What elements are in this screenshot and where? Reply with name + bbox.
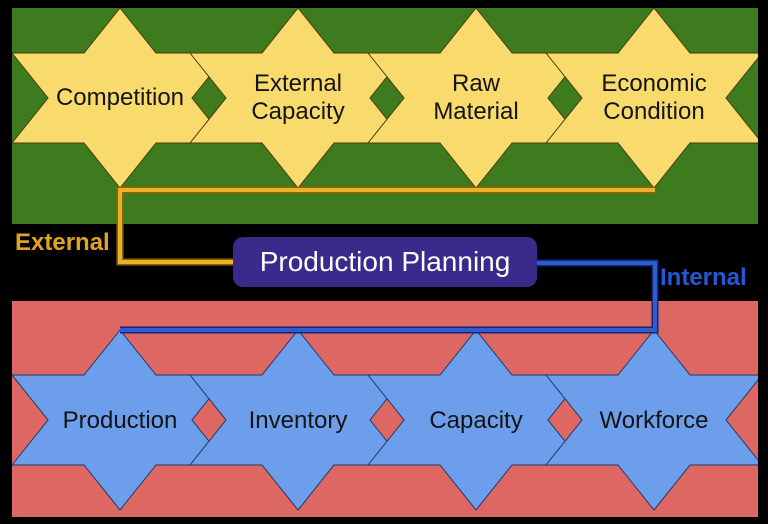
internal-group-label: Internal [660, 264, 747, 291]
label-workforce: Workforce [599, 407, 709, 434]
label-capacity: Capacity [429, 407, 523, 434]
label-economic-condition: Economic Condition [601, 70, 707, 125]
internal-connector [120, 261, 657, 332]
label-raw-material: Raw Material [433, 70, 519, 125]
production-planning-title: Production Planning [259, 246, 511, 277]
production-planning-box [233, 237, 537, 287]
label-competition: Competition [55, 84, 185, 111]
label-external-capacity: External Capacity [251, 70, 345, 125]
external-connector [118, 188, 655, 264]
external-group-label: External [15, 229, 110, 256]
label-production: Production [62, 407, 178, 434]
label-inventory: Inventory [248, 407, 348, 434]
